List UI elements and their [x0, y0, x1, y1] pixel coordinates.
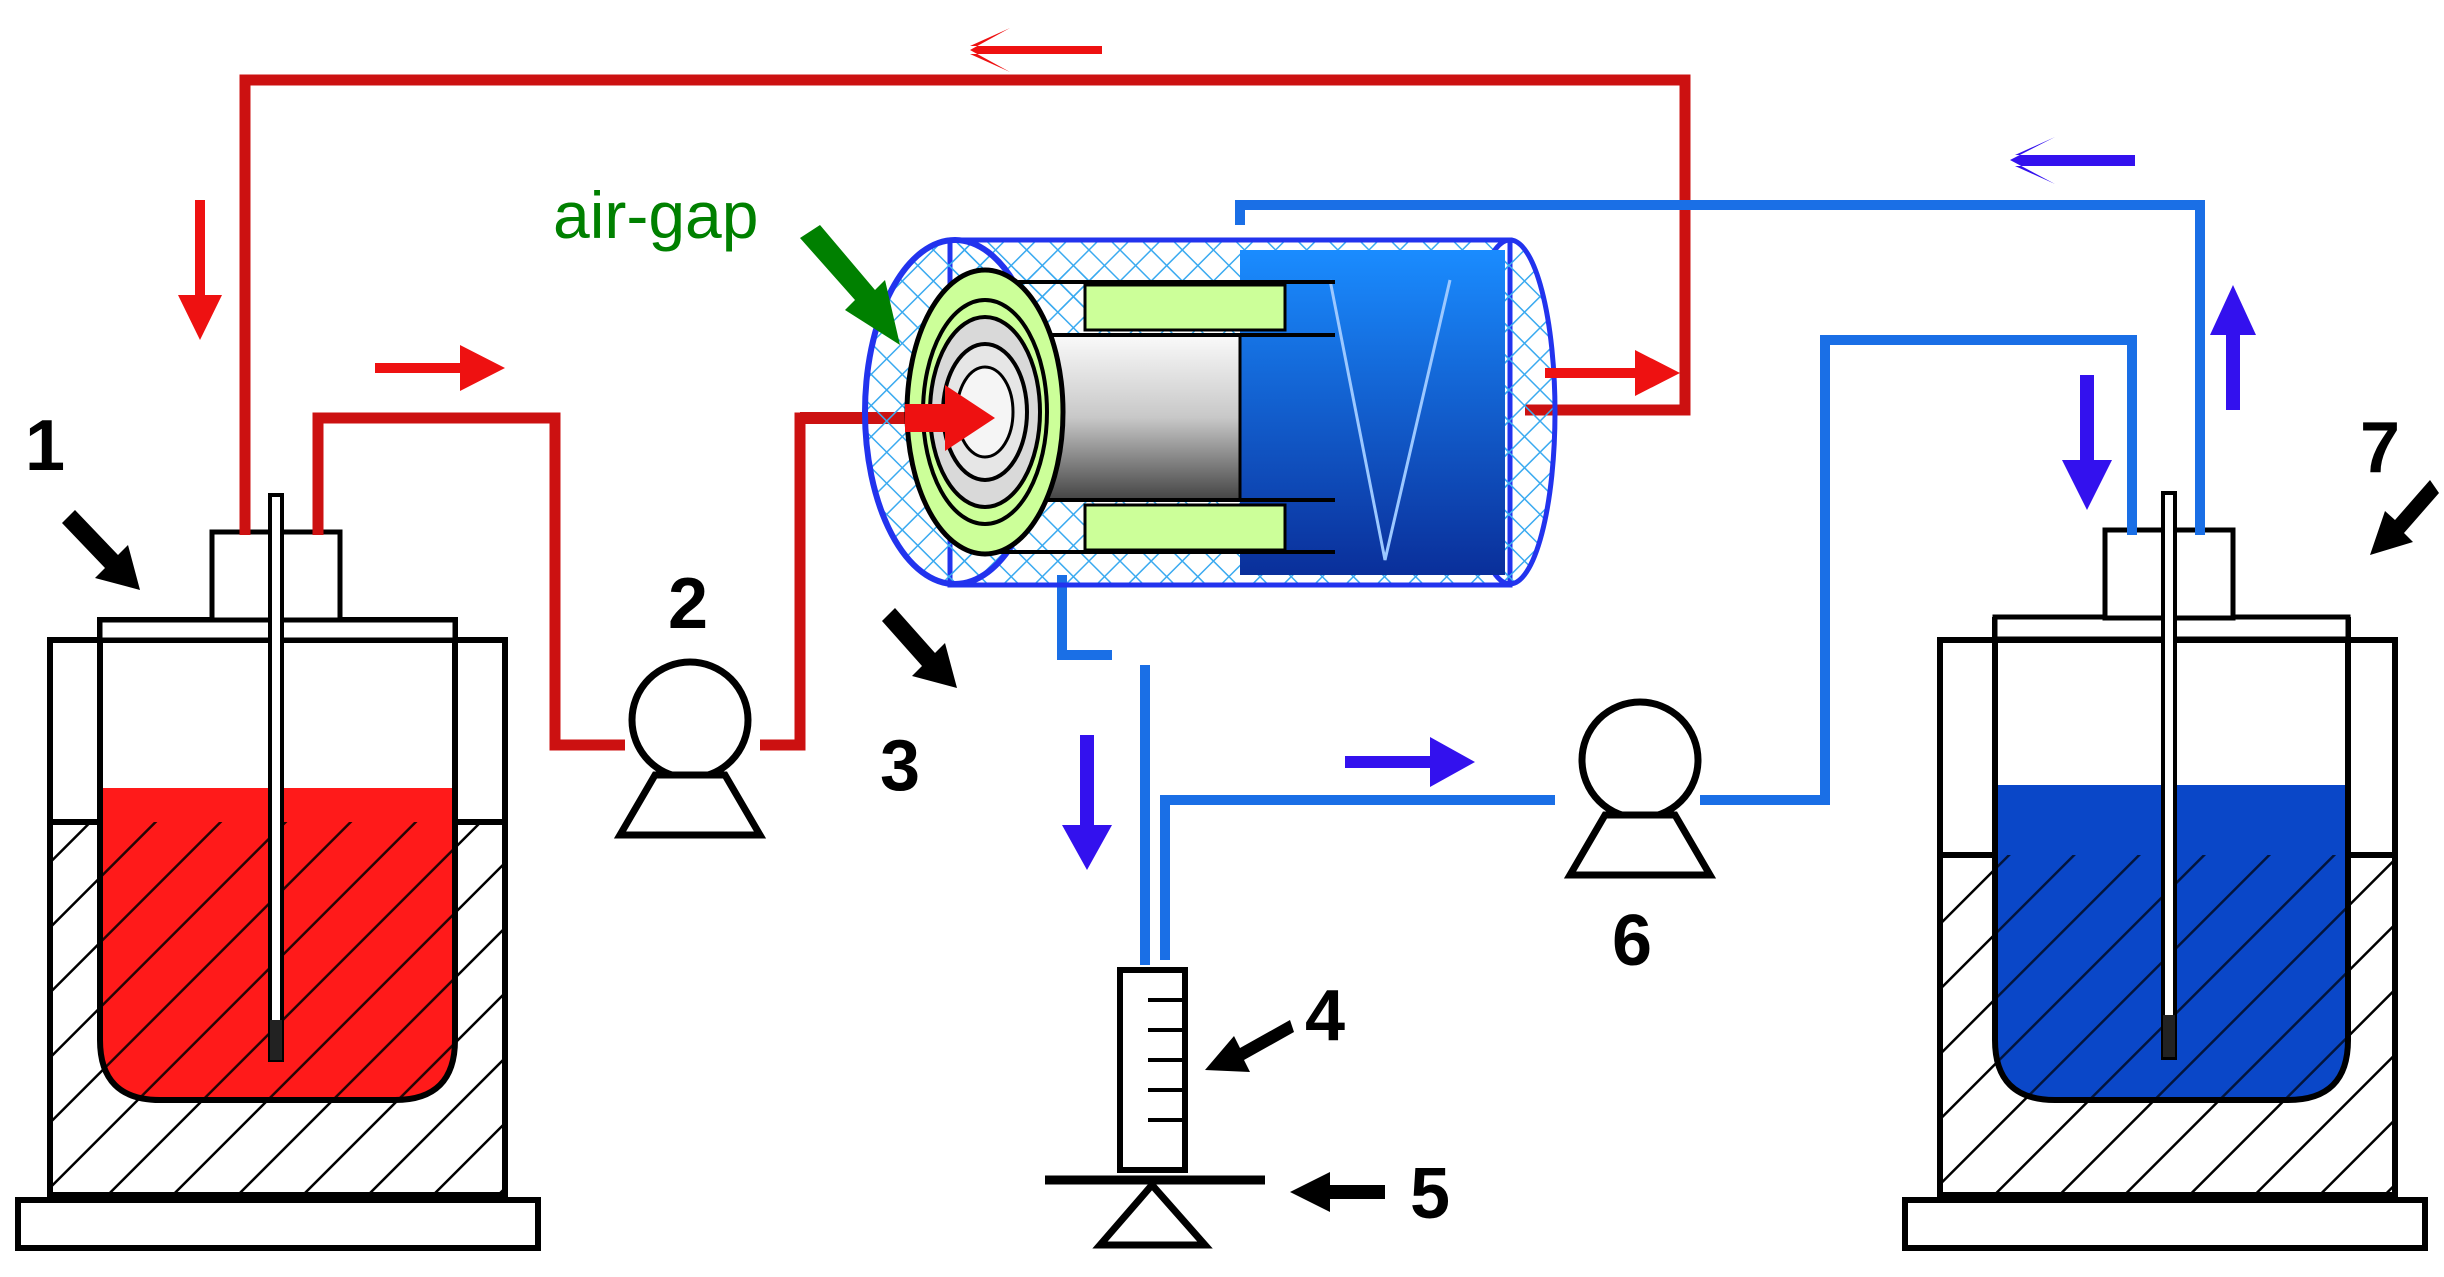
- membrane-strip-bottom: [1083, 503, 1287, 552]
- hot-arrow-right-2: [1545, 350, 1680, 396]
- hot-pump-body: [628, 658, 752, 782]
- cold-pump-6: [1563, 698, 1717, 879]
- label-6: 6: [1612, 901, 1652, 981]
- pointer-5: [1290, 1172, 1385, 1212]
- thermometer-right: [2161, 491, 2177, 1060]
- hot-arrow-right-1: [375, 345, 505, 391]
- cold-return-line: [1235, 200, 2205, 535]
- cold-pump-base: [1563, 811, 1717, 879]
- graduated-cylinder-4: [1117, 967, 1188, 1173]
- cold-arrow-down-outlet: [1062, 735, 1112, 870]
- hot-pump-2: [613, 658, 767, 839]
- cold-arrow-top-right: [2010, 137, 2135, 184]
- label-4: 4: [1305, 976, 1345, 1056]
- module-shell-fold: [1328, 279, 1452, 561]
- balance-stand: [1092, 1179, 1213, 1249]
- label-2: 2: [668, 564, 708, 644]
- membrane-strip-top: [1083, 283, 1287, 332]
- balance-5: [1045, 1175, 1265, 1249]
- cold-loop-piping: [1057, 200, 2205, 965]
- hot-pump-base: [613, 771, 767, 839]
- flow-arrows-hot: [178, 28, 1680, 451]
- hot-arrow-top-left: [970, 28, 1102, 72]
- pointer-4: [1205, 1020, 1294, 1072]
- hot-arrow-into-module: [905, 385, 995, 451]
- hot-arrow-down-left: [178, 200, 222, 340]
- pointer-3: [882, 608, 957, 688]
- hot-stand: [15, 1197, 541, 1251]
- cold-arrow-up: [2210, 285, 2256, 410]
- cold-arrow-down-right: [2062, 375, 2112, 510]
- pointer-7: [2370, 480, 2439, 555]
- air-gap-pointer-arrow: [800, 225, 900, 345]
- cold-stand: [1902, 1197, 2428, 1251]
- pointer-1: [62, 510, 140, 590]
- thermometer-right-bulb: [2163, 1015, 2175, 1057]
- cold-permeate-vessel: [1992, 617, 2351, 1103]
- pointer-arrows: [62, 480, 2439, 1212]
- air-gap-label: air-gap: [553, 178, 758, 252]
- thermometer-left: [268, 493, 284, 1062]
- cold-line-to-pump: [1160, 795, 1555, 960]
- label-1: 1: [25, 406, 65, 486]
- label-3: 3: [880, 726, 920, 806]
- cylinder-body: [1117, 967, 1188, 1173]
- feed-tank-1: [15, 493, 541, 1251]
- hot-supply-line: [312, 412, 625, 751]
- flow-arrows-cold: [1062, 137, 2256, 870]
- cold-supply-line: [1700, 335, 2137, 805]
- label-7: 7: [2360, 408, 2400, 488]
- hot-return-line: [239, 74, 1691, 535]
- cold-arrow-to-pump: [1345, 737, 1475, 787]
- distillate-outlet: [1057, 575, 1112, 660]
- permeate-tank-7: [1902, 491, 2428, 1251]
- cold-pump-body: [1578, 698, 1702, 822]
- thermometer-left-bulb: [270, 1020, 282, 1060]
- label-5: 5: [1410, 1154, 1450, 1234]
- hot-feed-vessel: [97, 617, 458, 1103]
